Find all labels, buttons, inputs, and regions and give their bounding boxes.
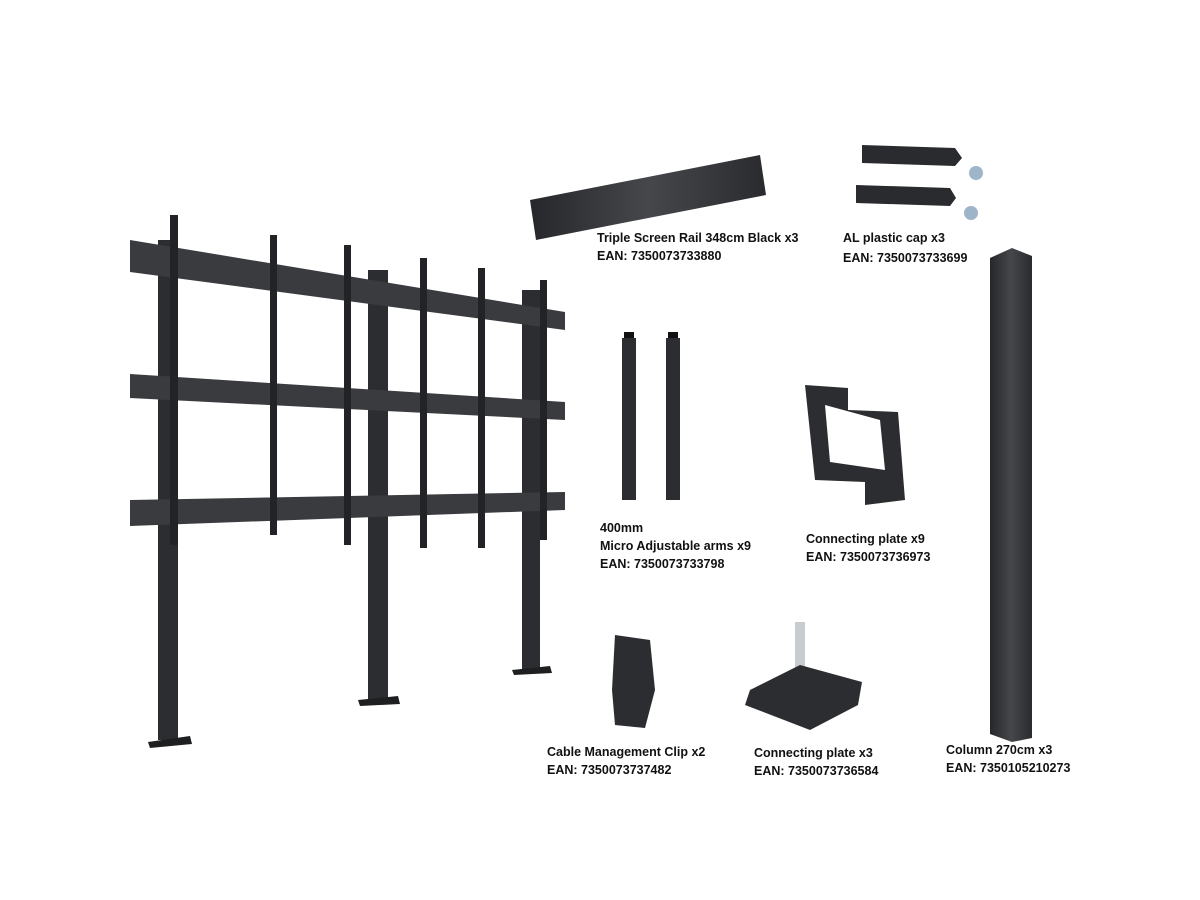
label-plate9: Connecting plate x9 EAN: 7350073736973 bbox=[806, 530, 930, 566]
product-ean: EAN: 7350073733798 bbox=[600, 557, 725, 571]
label-plate3: Connecting plate x3 EAN: 7350073736584 bbox=[754, 744, 878, 780]
connecting-plate-bracket-image bbox=[805, 385, 905, 505]
product-size: 400mm bbox=[600, 521, 644, 535]
label-column: Column 270cm x3 EAN: 7350105210273 bbox=[946, 741, 1070, 777]
product-ean: EAN: 7350073737482 bbox=[547, 763, 672, 777]
label-arms: 400mm Micro Adjustable arms x9 EAN: 7350… bbox=[600, 519, 751, 573]
cable-clip-image bbox=[612, 635, 655, 728]
assembled-video-wall bbox=[130, 215, 565, 748]
product-ean: EAN: 7350073736584 bbox=[754, 764, 879, 778]
product-name: Micro Adjustable arms x9 bbox=[600, 539, 751, 553]
label-cap: AL plastic cap x3 EAN: 7350073733699 bbox=[843, 229, 967, 267]
product-name: Connecting plate x3 bbox=[754, 746, 873, 760]
label-clip: Cable Management Clip x2 EAN: 7350073737… bbox=[547, 743, 705, 779]
product-name: Column 270cm x3 bbox=[946, 743, 1053, 757]
product-ean: EAN: 7350105210273 bbox=[946, 761, 1071, 775]
product-ean: EAN: 7350073736973 bbox=[806, 550, 931, 564]
product-name: AL plastic cap x3 bbox=[843, 231, 945, 245]
product-ean: EAN: 7350073733880 bbox=[597, 249, 722, 263]
plastic-cap-image bbox=[856, 145, 983, 220]
rail-image bbox=[530, 155, 766, 240]
adjustable-arms-image bbox=[622, 332, 680, 500]
product-name: Cable Management Clip x2 bbox=[547, 745, 706, 759]
label-rail: Triple Screen Rail 348cm Black x3 EAN: 7… bbox=[597, 229, 799, 265]
base-plate-image bbox=[745, 622, 862, 730]
product-ean: EAN: 7350073733699 bbox=[843, 251, 968, 265]
column-image bbox=[990, 248, 1032, 742]
product-name: Triple Screen Rail 348cm Black x3 bbox=[597, 231, 799, 245]
product-name: Connecting plate x9 bbox=[806, 532, 925, 546]
